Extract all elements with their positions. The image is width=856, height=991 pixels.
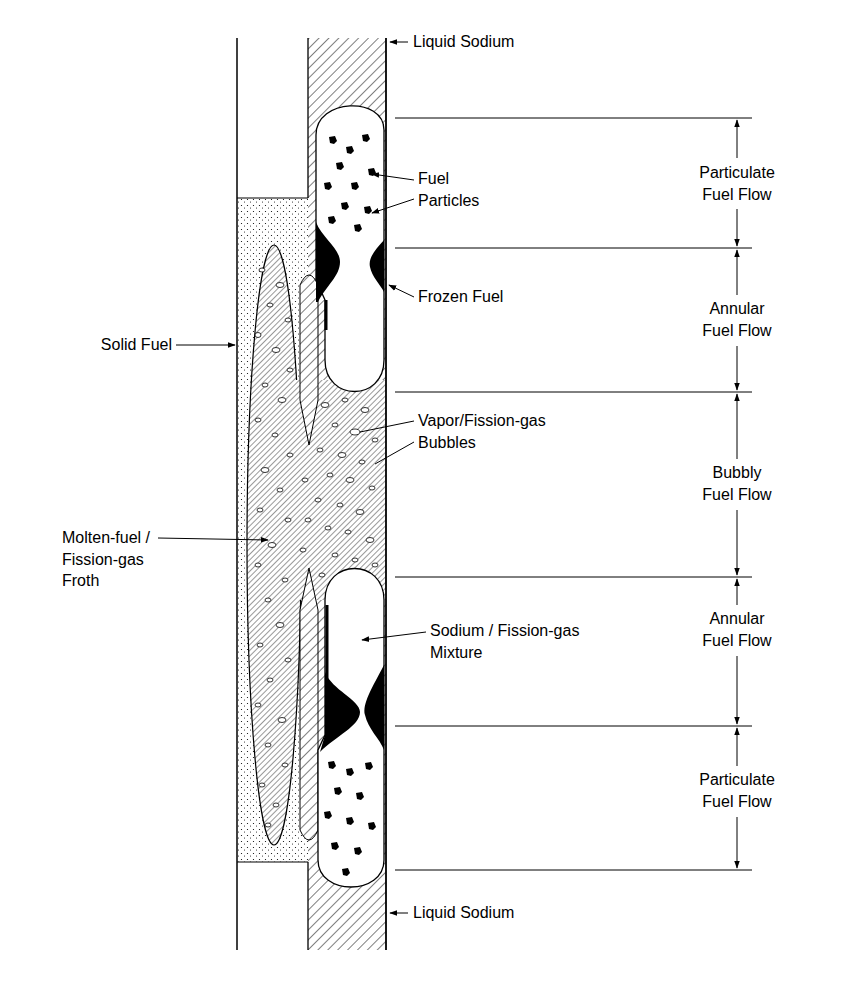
leader-lines <box>158 42 426 913</box>
part-label: Fuel Particles <box>418 168 493 211</box>
part-label: Solid Fuel <box>70 334 172 356</box>
fuel-particles <box>324 134 376 232</box>
fuel-spike <box>300 568 318 840</box>
part-label: Liquid Sodium <box>413 31 514 53</box>
gas-cavity <box>318 569 384 888</box>
part-label: Vapor/Fission-gas Bubbles <box>418 410 558 453</box>
gas-cavity <box>316 106 384 392</box>
region-label: Bubbly Fuel Flow <box>697 462 777 505</box>
pin-outline <box>237 38 386 950</box>
region-label: Annular Fuel Flow <box>697 298 777 341</box>
region-label: Particulate Fuel Flow <box>690 769 785 812</box>
frozen-fuel <box>316 222 340 302</box>
part-label: Liquid Sodium <box>413 902 514 924</box>
region-label: Annular Fuel Flow <box>697 608 777 651</box>
frozen-film <box>325 300 328 330</box>
region-dimensions <box>395 118 752 870</box>
part-label: Frozen Fuel <box>418 286 503 308</box>
frozen-fuel <box>364 665 384 750</box>
frozen-film <box>326 605 329 680</box>
part-label: Molten-fuel / Fission-gas Froth <box>62 527 162 592</box>
fuel-spike <box>300 275 318 445</box>
part-label: Sodium / Fission-gas Mixture <box>430 620 590 663</box>
frozen-fuel <box>320 672 360 752</box>
region-label: Particulate Fuel Flow <box>690 162 785 205</box>
frozen-fuel <box>370 240 384 292</box>
froth-lobe <box>247 245 301 845</box>
fuel-particles <box>324 761 376 876</box>
